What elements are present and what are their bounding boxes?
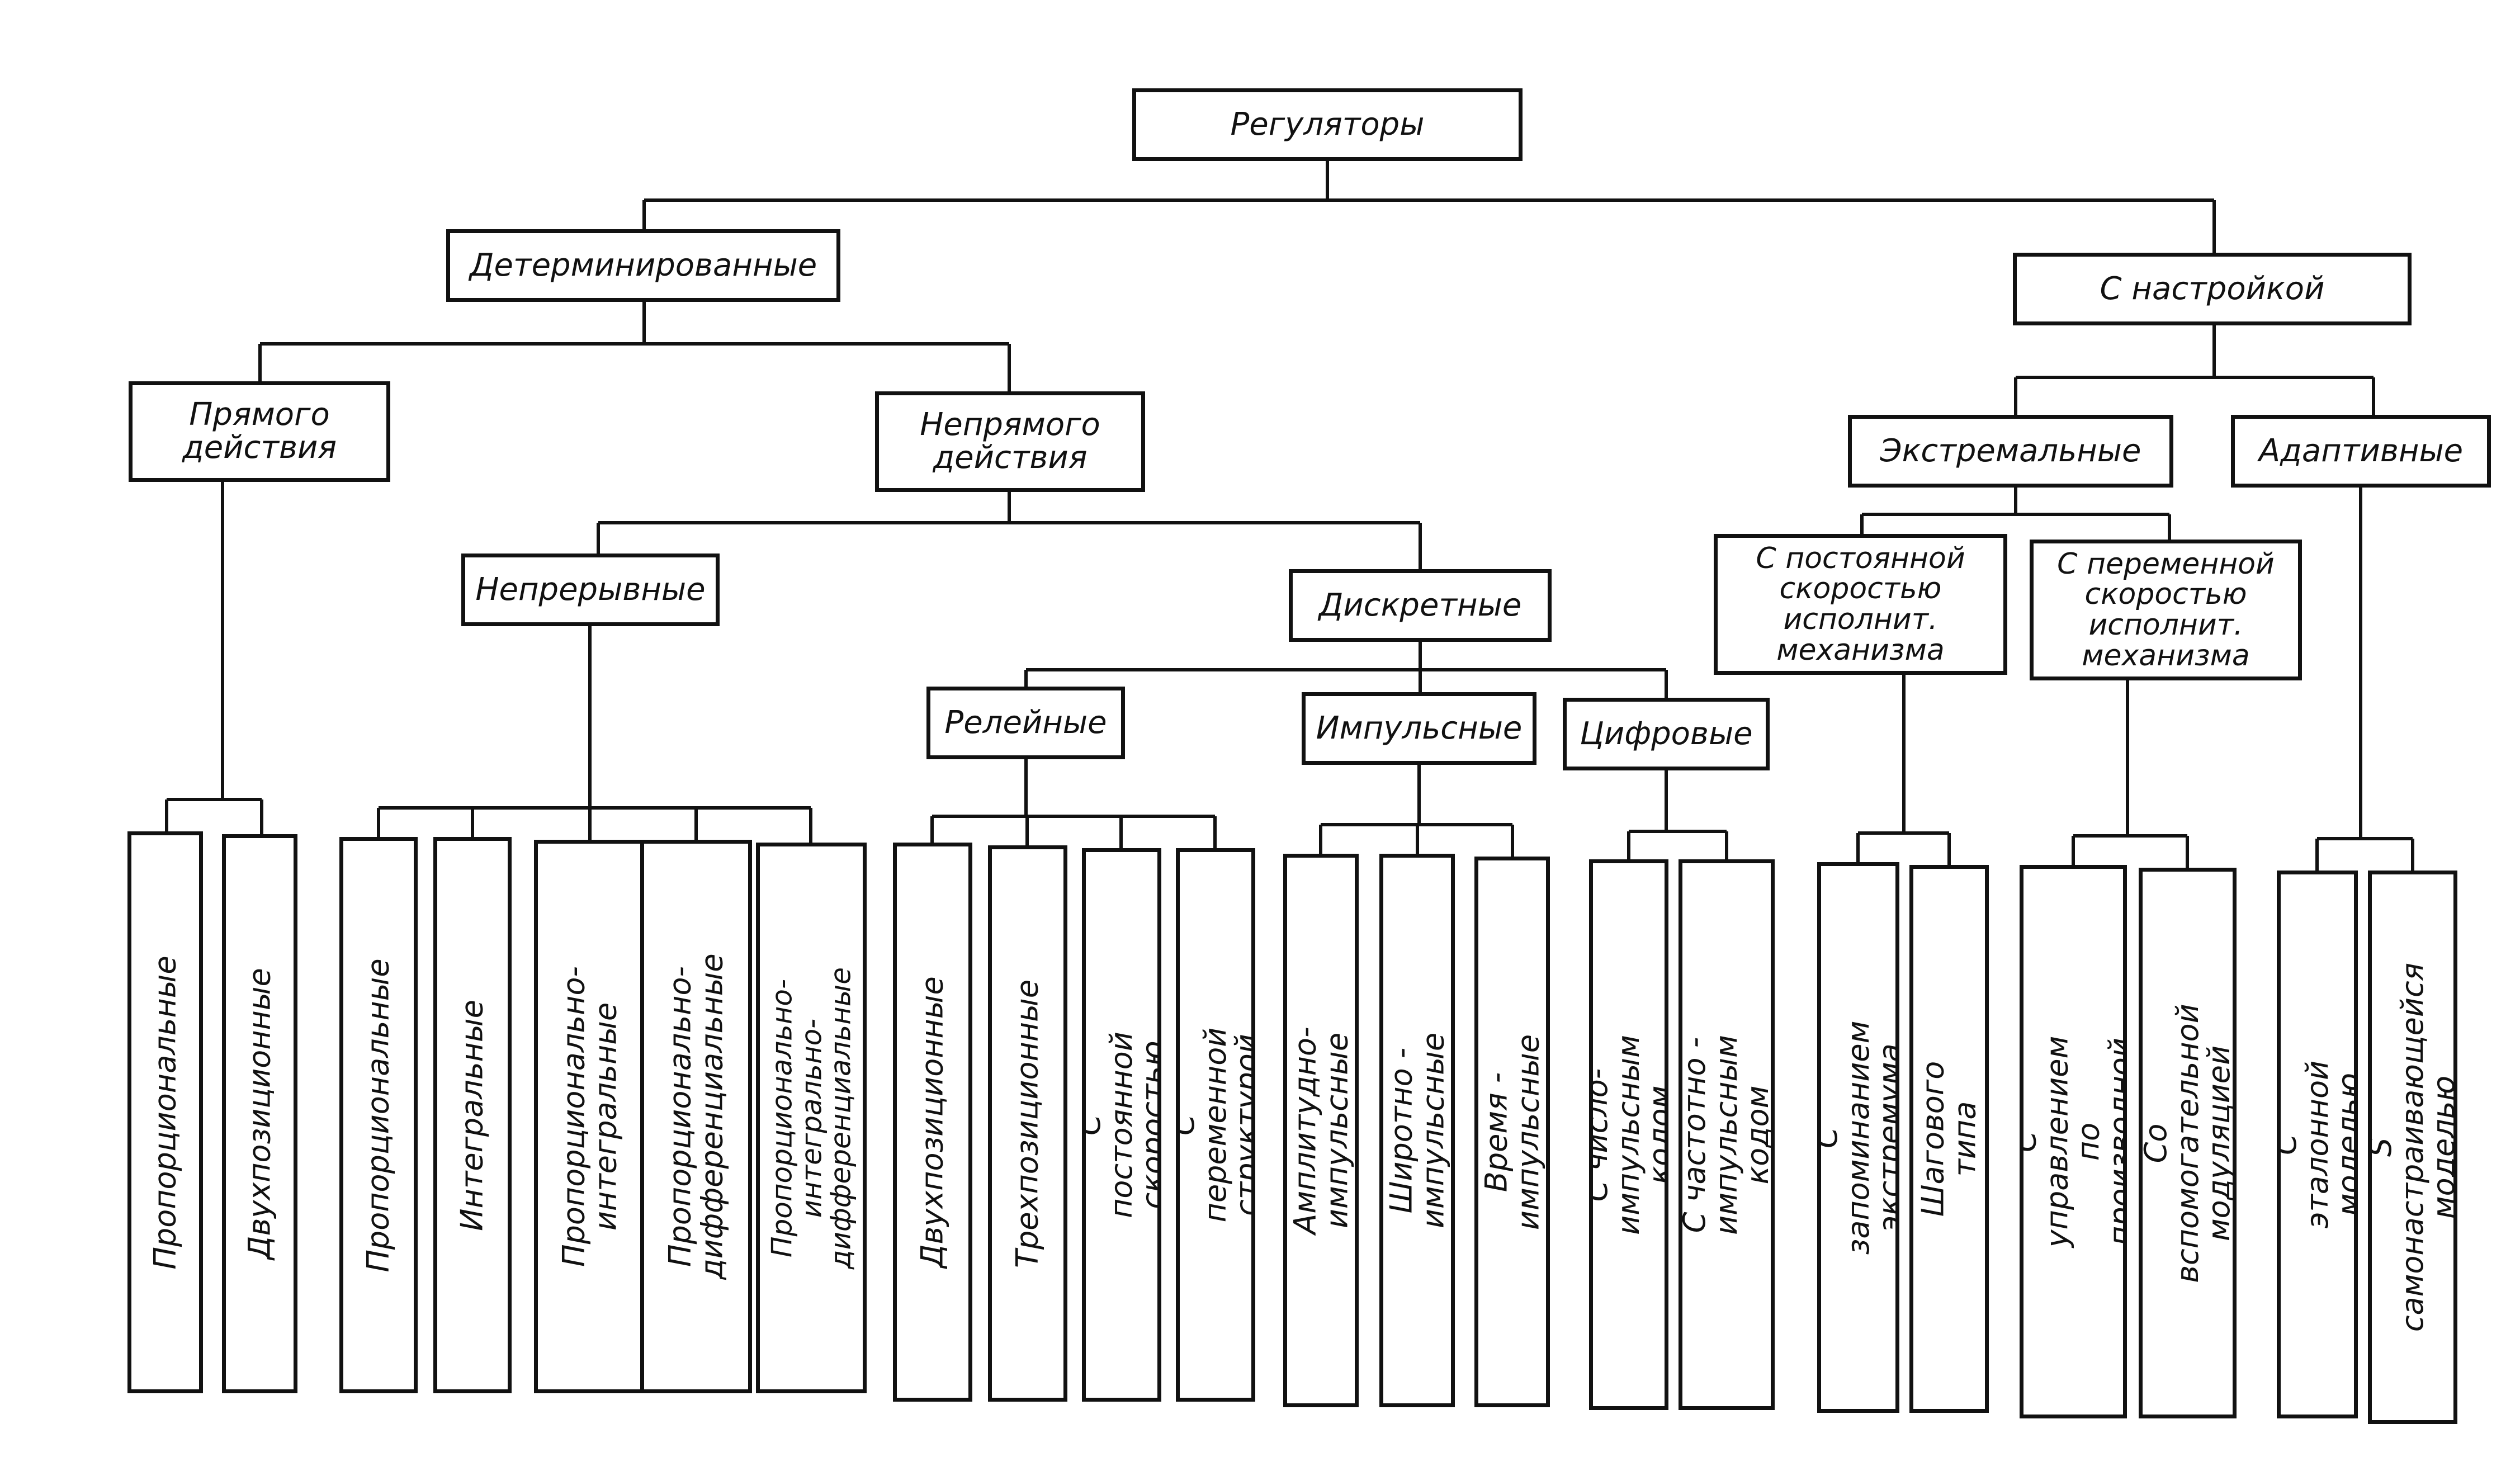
leaf-auxiliary-modulation: Со вспомогательной модуляцией xyxy=(2139,868,2237,1418)
leaf-relay-var-structure: С переменной структурой xyxy=(1176,848,1255,1402)
node-relay: Релейные xyxy=(926,687,1125,759)
leaf-cont-pi: Пропорционально- интегральные xyxy=(534,840,646,1393)
node-var-speed: С переменной скоростью исполнит. механиз… xyxy=(2030,540,2302,680)
node-adaptive: Адаптивные xyxy=(2231,415,2491,488)
leaf-label: Пропорционально-интегрально- дифференциа… xyxy=(765,967,857,1269)
leaf-label: Время - импульсные xyxy=(1478,1034,1545,1230)
node-digital: Цифровые xyxy=(1563,698,1770,770)
leaf-relay-two-position: Двухпозиционные xyxy=(893,843,972,1402)
leaf-label: С число-импульсным кодом xyxy=(1589,1034,1668,1235)
leaf-label: С запоминанием экстремума xyxy=(1821,1020,1899,1255)
leaf-cont-pd: Пропорционально- дифференциальные xyxy=(640,840,752,1393)
leaf-label: С переменной структурой xyxy=(1180,1027,1255,1223)
leaf-pulse-time: Время - импульсные xyxy=(1474,857,1550,1407)
leaf-label: Пропорционально- дифференциальные xyxy=(662,953,729,1280)
leaf-direct-two-position: Двухпозиционные xyxy=(222,834,297,1393)
leaf-relay-const-speed: С постоянной скоростью xyxy=(1082,848,1161,1402)
leaf-self-tuning-model: S самонастраивающейся моделью xyxy=(2368,871,2457,1424)
leaf-digital-frequency-pulse: С частотно - импульсным кодом xyxy=(1679,859,1775,1410)
node-extremal: Экстремальные xyxy=(1848,415,2173,488)
node-indirect: Непрямого действия xyxy=(875,391,1145,492)
leaf-label: Со вспомогательной модуляцией xyxy=(2139,1003,2237,1283)
leaf-reference-model: С эталонной моделью xyxy=(2277,871,2358,1418)
leaf-label: Двухпозиционные xyxy=(914,976,950,1268)
leaf-label: С постоянной скоростью xyxy=(1086,1032,1161,1218)
leaf-extremum-memory: С запоминанием экстремума xyxy=(1817,862,1899,1413)
node-direct: Прямого действия xyxy=(129,381,390,482)
leaf-label: Двухпозиционные xyxy=(242,968,277,1260)
leaf-pulse-amplitude: Амплитудно- импульсные xyxy=(1283,854,1359,1407)
leaf-label: Широтно - импульсные xyxy=(1383,1032,1450,1229)
node-pulse: Импульсные xyxy=(1302,692,1536,765)
leaf-label: Пропорциональные xyxy=(360,958,396,1272)
leaf-pulse-width: Широтно - импульсные xyxy=(1379,854,1455,1407)
leaf-label: С эталонной моделью xyxy=(2281,1060,2358,1229)
leaf-step-type: Шагового типа xyxy=(1909,865,1989,1413)
node-const-speed: С постоянной скоростью исполнит. механиз… xyxy=(1714,534,2007,675)
leaf-label: Шагового типа xyxy=(1915,1061,1982,1217)
leaf-derivative-control: С управлением по производной xyxy=(2020,865,2127,1418)
leaf-label: С частотно - импульсным кодом xyxy=(1679,1034,1775,1235)
leaf-relay-three-position: Трехпозиционные xyxy=(988,845,1067,1402)
leaf-label: Пропорциональные xyxy=(147,955,183,1270)
leaf-label: Амплитудно- импульсные xyxy=(1287,1026,1354,1234)
leaf-label: Трехпозиционные xyxy=(1009,979,1045,1268)
node-root: Регуляторы xyxy=(1132,88,1523,161)
leaf-cont-proportional: Пропорциональные xyxy=(339,837,418,1393)
leaf-cont-integral: Интегральные xyxy=(433,837,512,1393)
leaf-digital-number-pulse: С число-импульсным кодом xyxy=(1589,859,1668,1410)
node-continuous: Непрерывные xyxy=(461,554,720,626)
leaf-label: S самонастраивающейся моделью xyxy=(2372,962,2457,1332)
leaf-label: С управлением по производной xyxy=(2023,1035,2127,1248)
node-deterministic: Детерминированные xyxy=(446,229,840,302)
leaf-label: Интегральные xyxy=(454,999,490,1231)
leaf-cont-pid: Пропорционально-интегрально- дифференциа… xyxy=(756,843,867,1393)
leaf-label: Пропорционально- интегральные xyxy=(556,966,623,1267)
node-tunable: С настройкой xyxy=(2013,253,2412,325)
leaf-direct-proportional: Пропорциональные xyxy=(127,831,203,1393)
node-discrete: Дискретные xyxy=(1289,569,1552,642)
